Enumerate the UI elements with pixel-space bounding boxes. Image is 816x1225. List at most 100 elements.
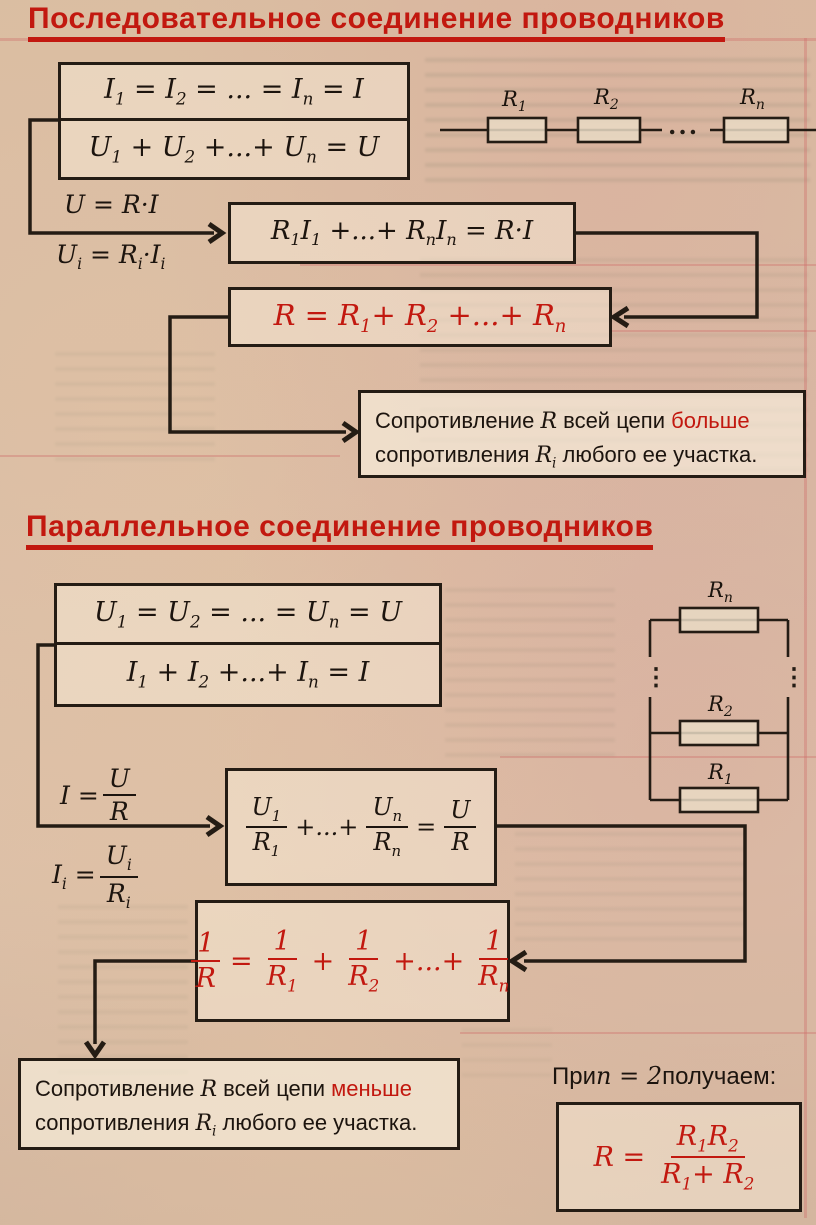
- conclusion-text: сопротивления: [375, 442, 536, 467]
- operator: +...+: [295, 813, 359, 841]
- parallel-circuit-diagram: Rn R2 R1 ⋮ ⋮: [644, 578, 808, 814]
- formula-lhs: I =: [60, 780, 99, 810]
- resistor: [678, 786, 760, 814]
- bleed-through-text: [445, 588, 615, 758]
- label-text: При: [552, 1063, 597, 1090]
- arrowhead-icon: [205, 814, 225, 838]
- label-text: получаем:: [662, 1063, 777, 1090]
- flow-arrow-to-parallel-conclusion: [93, 959, 195, 1044]
- resistance-symbol: R: [200, 1077, 218, 1102]
- fraction-denominator: Ri: [106, 878, 131, 912]
- fraction-denominator: R1: [252, 828, 281, 860]
- series-substituted-box: R1I1 +...+ RnIn = R·I: [228, 202, 576, 264]
- bleed-through-line: [300, 264, 816, 266]
- series-circuit-diagram: R1 R2 Rn ...: [440, 85, 816, 144]
- conclusion-text: любого ее участка.: [216, 1110, 418, 1135]
- flow-arrow-to-parallel-sum: [36, 643, 210, 828]
- operator: +...+: [393, 945, 465, 977]
- fraction-numerator: 1: [349, 927, 379, 961]
- series-ohm-law-section: Ui = Ri·Ii: [56, 240, 165, 273]
- series-voltage-law: U1 + U2 +...+ Un = U: [61, 121, 407, 177]
- fraction-denominator: Rn: [373, 828, 402, 860]
- parallel-section-title: Параллельное соединение проводников: [26, 510, 654, 550]
- series-total-resistance-formula: R = R1+ R2 +...+ Rn: [273, 297, 567, 337]
- continuation-dots: ⋮: [782, 662, 808, 691]
- series-ohm-law-total: U = R·I: [64, 190, 159, 219]
- parallel-current-law-formula: I1 + I2 +...+ In = I: [126, 657, 370, 692]
- flow-arrow-to-series-conclusion: [168, 315, 346, 434]
- resistor: [722, 116, 790, 144]
- arrowhead-icon: [609, 305, 630, 329]
- series-current-law-formula: I1 = I2 = ... = In = I: [104, 74, 364, 109]
- label-variable: n = 2: [596, 1062, 663, 1090]
- fraction-denominator: R1: [266, 961, 298, 996]
- fraction-numerator: Ui: [99, 842, 138, 878]
- resistor-label: Rn: [707, 578, 733, 606]
- conclusion-text: сопротивления: [35, 1110, 196, 1135]
- fraction-denominator: R2: [348, 961, 380, 996]
- parallel-conclusion-box: Сопротивление R всей цепи меньше сопроти…: [18, 1058, 460, 1150]
- conclusion-text: всей цепи: [217, 1076, 332, 1101]
- resistor-label: Rn: [739, 85, 765, 113]
- arrowhead-icon: [507, 949, 528, 973]
- series-resistance-box: R = R1+ R2 +...+ Rn: [228, 287, 612, 347]
- flow-arrow-to-series-sum: [28, 118, 214, 235]
- resistor: [486, 116, 548, 144]
- fraction-denominator: R: [451, 828, 470, 856]
- fraction-denominator: Rn: [478, 961, 510, 996]
- resistor: [576, 116, 642, 144]
- conclusion-text: любого ее участка.: [556, 442, 758, 467]
- operator: +: [311, 945, 335, 977]
- bleed-through-line: [500, 756, 816, 758]
- resistance-symbol: R: [540, 409, 558, 434]
- parallel-current-law: I1 + I2 +...+ In = I: [57, 645, 439, 704]
- ohm-law-section-formula: Ui = Ri·Ii: [56, 240, 166, 273]
- series-substituted-formula: R1I1 +...+ RnIn = R·I: [270, 216, 534, 250]
- fraction-denominator: R1+ R2: [661, 1159, 755, 1194]
- fraction-numerator: 1: [267, 927, 297, 961]
- fraction-numerator: U: [102, 765, 136, 796]
- flow-arrow-to-series-resistance: [576, 231, 759, 319]
- continuation-dots: ...: [668, 111, 699, 140]
- bleed-through-line: [0, 455, 340, 457]
- formula-lhs: Ii =: [52, 860, 96, 894]
- parallel-laws-box: U1 = U2 = ... = Un = U I1 + I2 +...+ In …: [54, 583, 442, 707]
- series-laws-box: I1 = I2 = ... = In = I U1 + U2 +...+ Un …: [58, 62, 410, 180]
- bleed-through-line: [460, 1032, 816, 1034]
- continuation-dots: ⋮: [644, 662, 670, 691]
- bleed-through-line: [610, 330, 816, 332]
- resistor-label: R2: [707, 692, 733, 720]
- series-current-law: I1 = I2 = ... = In = I: [61, 65, 407, 121]
- flow-arrow-to-reciprocal: [497, 824, 747, 963]
- resistor-label: R1: [501, 87, 527, 115]
- series-voltage-law-formula: U1 + U2 +...+ Un = U: [88, 131, 380, 167]
- arrowhead-icon: [341, 420, 361, 444]
- formula-lhs: R =: [593, 1141, 646, 1173]
- operator: =: [416, 813, 437, 841]
- fraction-numerator: U1: [245, 794, 288, 828]
- special-case-label: При n = 2 получаем:: [552, 1062, 776, 1091]
- bleed-through-line: [804, 38, 807, 1218]
- operator: =: [229, 945, 253, 977]
- fraction-numerator: 1: [479, 927, 509, 961]
- fraction-denominator: R: [195, 963, 216, 994]
- fraction-numerator: R1R2: [670, 1121, 745, 1158]
- resistor: [678, 606, 760, 634]
- fraction-numerator: 1: [191, 929, 221, 962]
- bleed-through-text: [55, 352, 215, 472]
- arrowhead-icon: [83, 1040, 107, 1060]
